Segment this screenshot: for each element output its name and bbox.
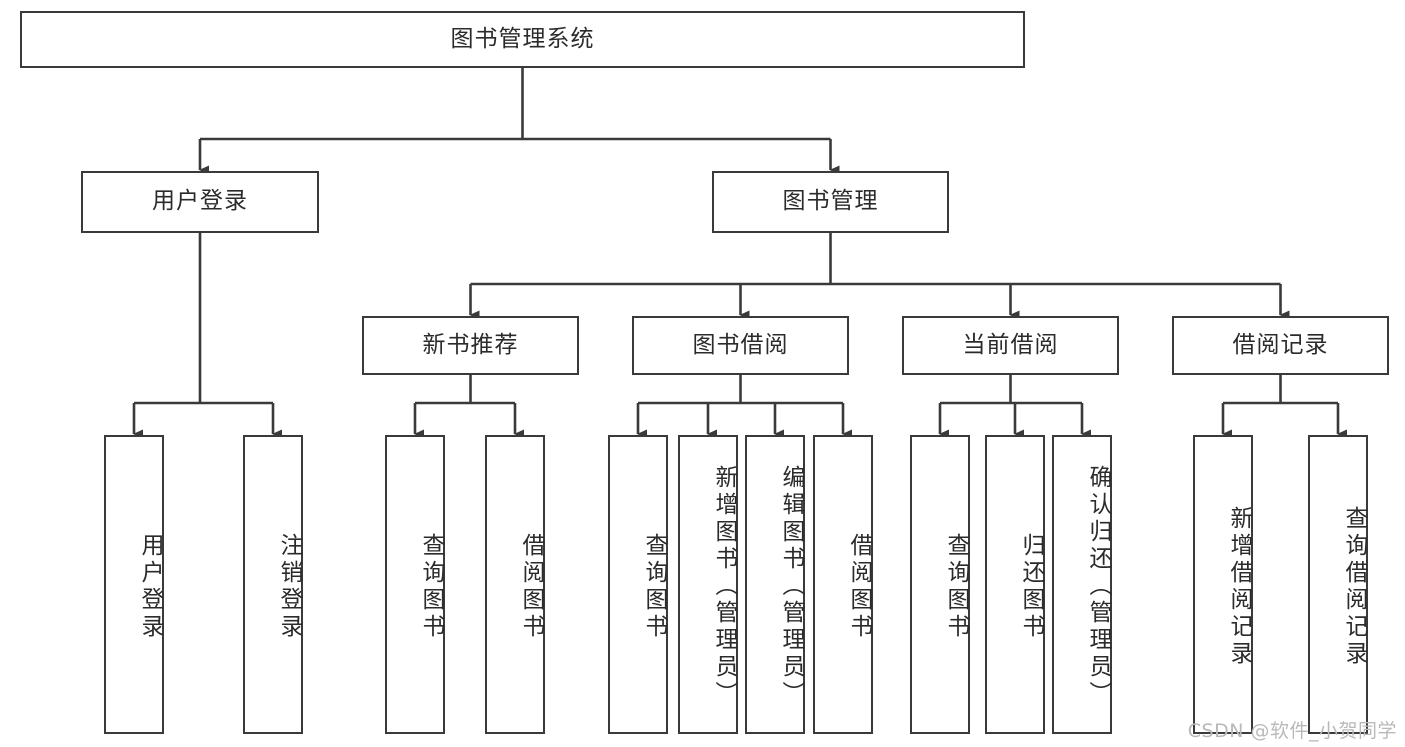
node-leaf-add-book[interactable]: 新增图书（管理员） [678, 435, 738, 734]
node-new-book-recommend-label: 新书推荐 [422, 331, 519, 358]
node-leaf-confirm-return-label: 确认归还（管理员） [1085, 465, 1111, 708]
node-leaf-add-book-label: 新增图书（管理员） [711, 465, 737, 708]
node-book-borrow-label: 图书借阅 [692, 331, 789, 358]
node-book-borrow[interactable]: 图书借阅 [632, 316, 849, 375]
csdn-watermark: CSDN @软件_小贺同学 [1187, 720, 1397, 742]
node-leaf-borrow-book-2-label: 借阅图书 [846, 532, 872, 641]
node-book-manage-label: 图书管理 [782, 188, 879, 215]
node-leaf-add-record[interactable]: 新增借阅记录 [1193, 435, 1253, 734]
node-leaf-user-login[interactable]: 用户登录 [104, 435, 164, 734]
node-leaf-borrow-book-1-label: 借阅图书 [518, 532, 544, 641]
node-leaf-add-record-label: 新增借阅记录 [1226, 505, 1252, 668]
node-leaf-query-record-label: 查询借阅记录 [1341, 505, 1367, 668]
node-leaf-logout-label: 注销登录 [276, 532, 302, 641]
node-leaf-query-book-3-label: 查询图书 [943, 532, 969, 641]
node-leaf-edit-book[interactable]: 编辑图书（管理员） [745, 435, 805, 734]
node-leaf-query-book-2[interactable]: 查询图书 [608, 435, 668, 734]
node-leaf-user-login-label: 用户登录 [137, 532, 163, 641]
node-current-borrow-label: 当前借阅 [962, 331, 1059, 358]
node-leaf-borrow-book-1[interactable]: 借阅图书 [485, 435, 545, 734]
node-user-login-label: 用户登录 [152, 188, 248, 215]
node-leaf-query-book-1-label: 查询图书 [418, 532, 444, 641]
node-leaf-query-book-2-label: 查询图书 [641, 532, 667, 641]
node-borrow-record[interactable]: 借阅记录 [1172, 316, 1389, 375]
node-user-login[interactable]: 用户登录 [81, 171, 319, 233]
node-book-manage[interactable]: 图书管理 [712, 171, 949, 233]
node-leaf-query-book-1[interactable]: 查询图书 [385, 435, 445, 734]
node-current-borrow[interactable]: 当前借阅 [902, 316, 1119, 375]
node-leaf-return-book-label: 归还图书 [1018, 532, 1044, 641]
node-leaf-borrow-book-2[interactable]: 借阅图书 [813, 435, 873, 734]
node-leaf-confirm-return[interactable]: 确认归还（管理员） [1052, 435, 1112, 734]
node-leaf-logout[interactable]: 注销登录 [243, 435, 303, 734]
node-leaf-query-record[interactable]: 查询借阅记录 [1308, 435, 1368, 734]
node-borrow-record-label: 借阅记录 [1232, 331, 1329, 358]
node-leaf-return-book[interactable]: 归还图书 [985, 435, 1045, 734]
node-root-label: 图书管理系统 [450, 25, 595, 52]
node-root[interactable]: 图书管理系统 [20, 11, 1025, 68]
node-new-book-recommend[interactable]: 新书推荐 [362, 316, 579, 375]
node-leaf-query-book-3[interactable]: 查询图书 [910, 435, 970, 734]
node-leaf-edit-book-label: 编辑图书（管理员） [778, 465, 804, 708]
